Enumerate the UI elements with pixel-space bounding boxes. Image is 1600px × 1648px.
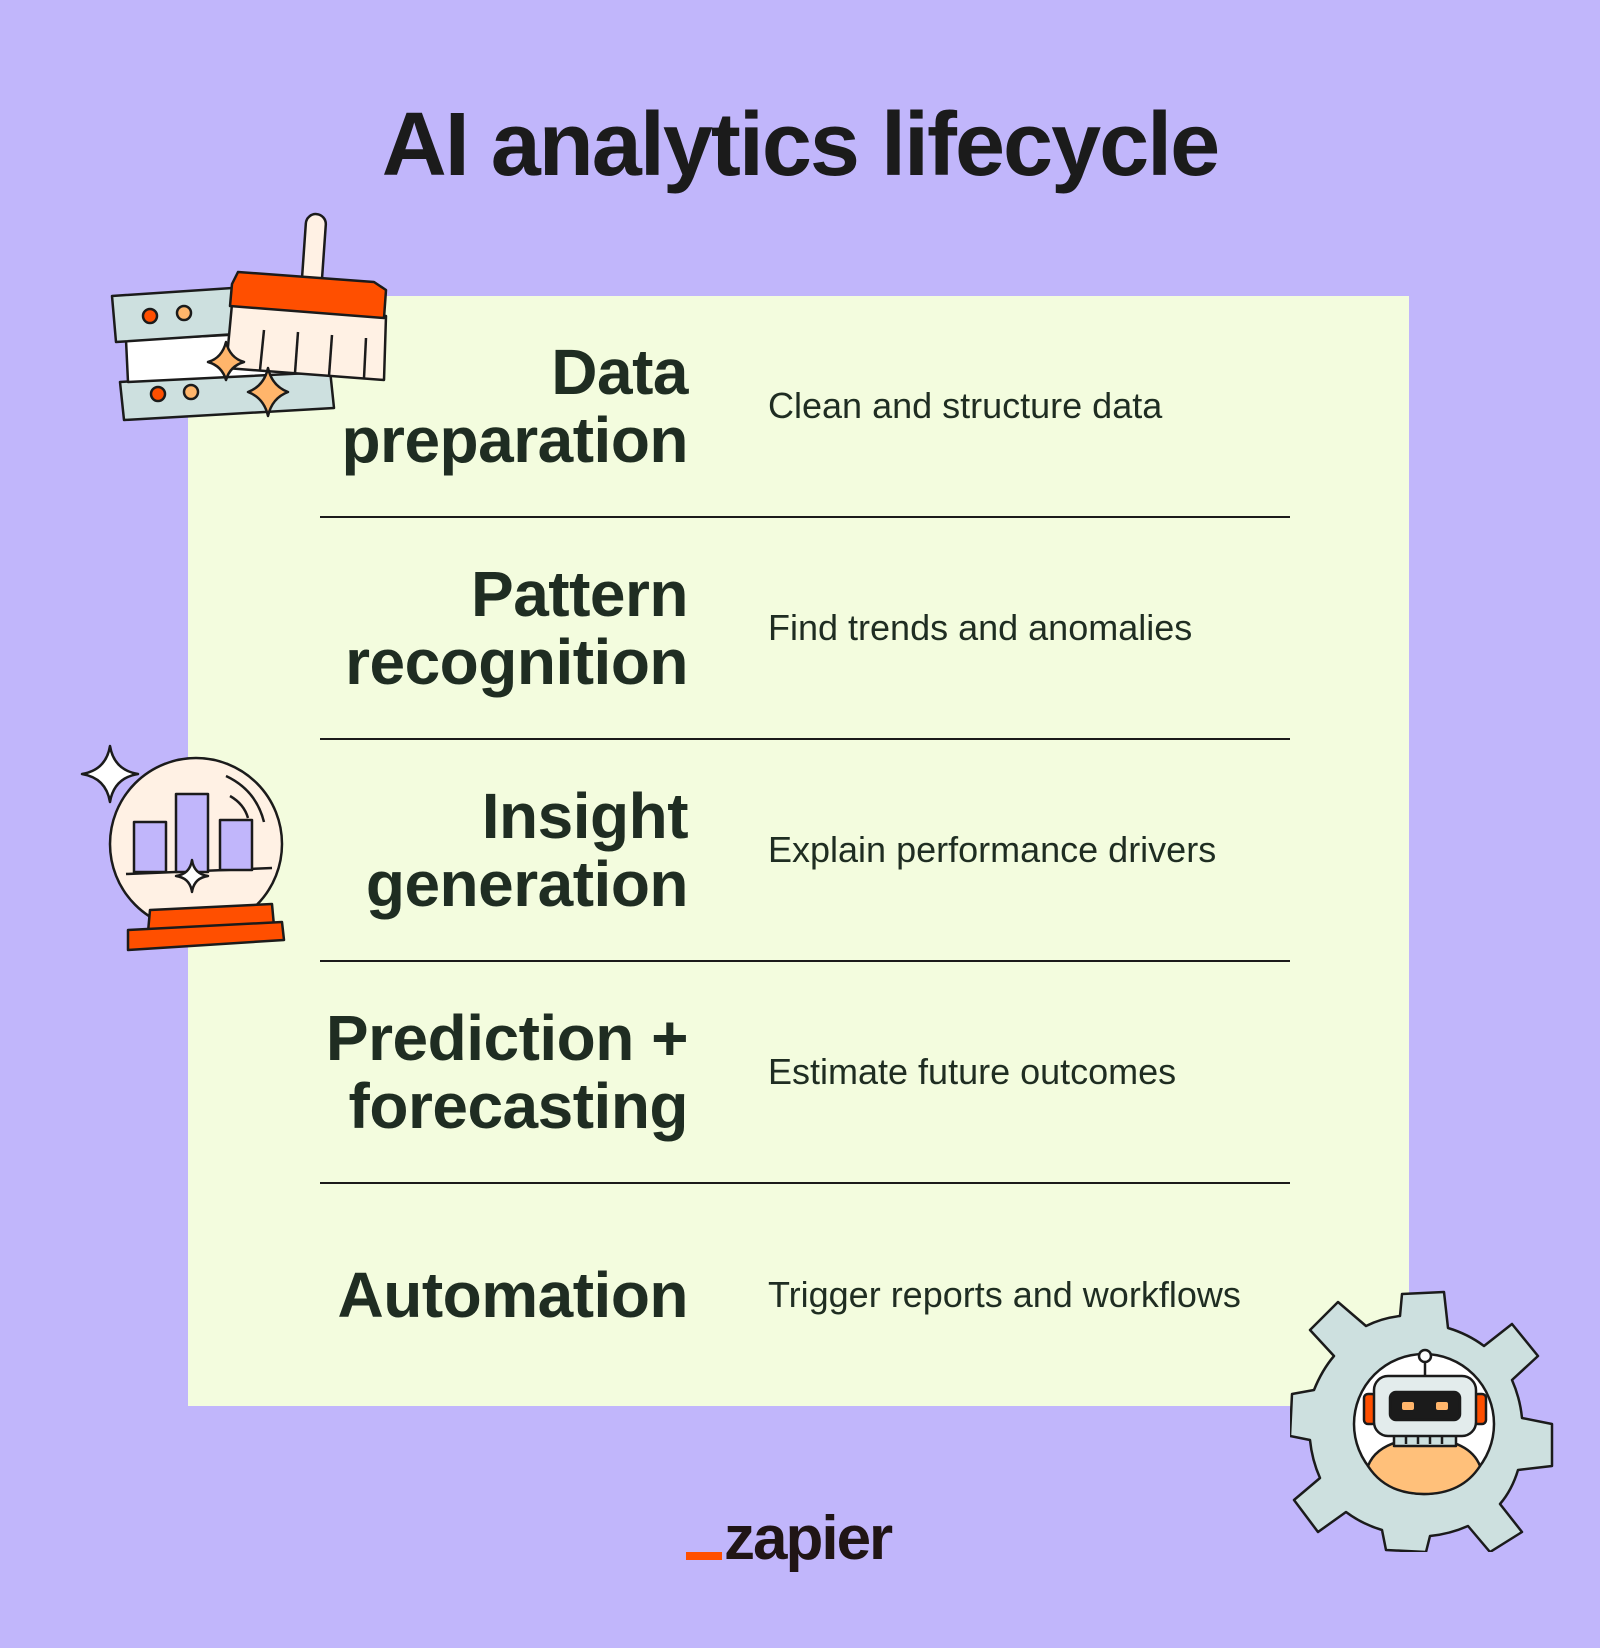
step-row: Automation Trigger reports and workflows [320,1184,1290,1406]
step-row: Prediction + forecasting Estimate future… [320,962,1290,1184]
step-row: Data preparation Clean and structure dat… [320,296,1290,518]
lifecycle-steps: Data preparation Clean and structure dat… [320,296,1290,1406]
step-name-line2: preparation [341,404,688,476]
step-row: Pattern recognition Find trends and anom… [320,518,1290,740]
step-name-line2: generation [365,848,689,920]
step-name: Automation [320,1259,689,1331]
step-description: Explain performance drivers [768,829,1217,870]
step-description: Clean and structure data [768,385,1163,426]
step-row: Insight generation Explain performance d… [320,740,1290,962]
robot-gear-icon [1290,1290,1554,1552]
step-name-line1: Pattern [471,558,689,630]
step-description: Estimate future outcomes [768,1051,1177,1092]
server-broom-icon [110,212,388,422]
step-name-line1: Data [551,336,688,408]
step-name: Pattern recognition [320,560,688,696]
step-name: Insight generation [320,780,689,920]
step-name-line2: forecasting [348,1070,689,1142]
step-name-line1: Prediction + [325,1002,689,1074]
zapier-logo: zapier [686,1504,893,1573]
step-name-line1: Insight [481,780,689,852]
logo-underscore-mark [686,1552,722,1560]
step-name: Data preparation [320,338,688,474]
lifecycle-card [188,296,1409,1406]
page-title: AI analytics lifecycle [381,95,1221,195]
step-description: Find trends and anomalies [768,607,1193,648]
crystal-ball-chart-icon [80,744,286,952]
step-name-line2: recognition [345,626,688,698]
step-description: Trigger reports and workflows [768,1274,1241,1315]
step-name-line1: Automation [337,1259,689,1331]
logo-wordmark: zapier [724,1504,893,1573]
step-name: Prediction + forecasting [320,1002,689,1142]
